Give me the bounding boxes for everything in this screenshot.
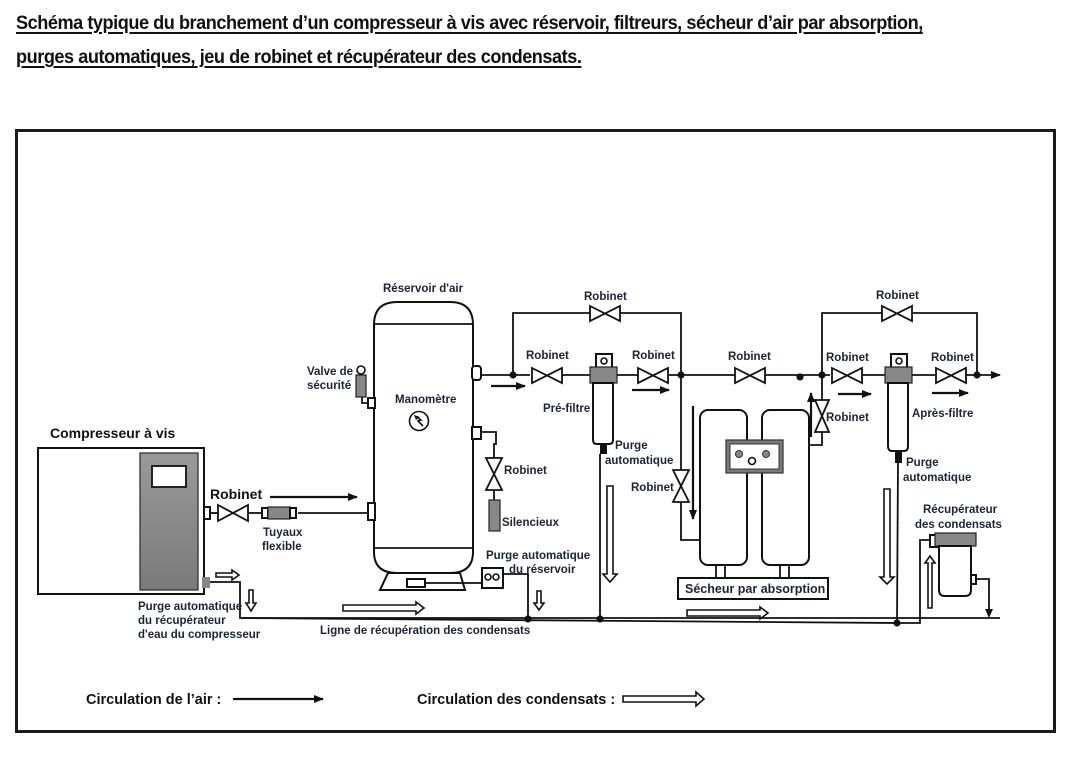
condensate-flow-arrow <box>923 554 937 609</box>
condensate-collector-line <box>239 539 930 624</box>
dryer-inlet-valve-label: Robinet <box>631 482 674 494</box>
condensate-flow-arrow <box>244 589 258 613</box>
page-title: Schéma typique du branchement d’un compr… <box>16 6 1002 74</box>
junction <box>973 371 981 379</box>
compressor-label: Compresseur à vis <box>50 425 175 441</box>
tank-purge-icon <box>481 567 529 618</box>
condensate-recovery-label-1: Récupérateur <box>923 504 998 516</box>
prefilter-purge-label-2: automatique <box>605 455 673 467</box>
afterfilter-inlet-valve-label: Robinet <box>826 352 869 364</box>
compressor-valve-icon[interactable] <box>217 503 249 523</box>
tank-drain-valve-icon[interactable] <box>484 457 504 491</box>
junction <box>509 371 517 379</box>
prefilter-purge-label-1: Purge <box>615 440 648 452</box>
flexible-hose-icon <box>261 506 297 520</box>
tank-outlet-port <box>471 365 482 381</box>
compressor-display <box>151 465 187 488</box>
compressor-purge-port <box>202 577 210 588</box>
tank-label: Réservoir d'air <box>383 283 464 295</box>
afterfilter-outlet-valve-label: Robinet <box>931 352 974 364</box>
safety-valve-label-1: Valve de <box>307 366 353 378</box>
safety-valve-icon[interactable] <box>355 365 376 409</box>
hose-label-1: Tuyaux <box>263 527 303 539</box>
legend: Circulation de l’air : Circulation des c… <box>86 690 706 708</box>
prefilter-bypass-valve-label: Robinet <box>584 291 627 303</box>
dryer-inlet-line <box>680 375 700 541</box>
tank-purge-label-2: du réservoir <box>509 564 576 576</box>
compressor-purge-line <box>210 581 1000 619</box>
tank-inlet-port <box>367 502 376 521</box>
condensate-flow-arrow <box>342 600 426 616</box>
prefilter-icon <box>589 353 618 619</box>
dryer-label: Sécheur par absorption <box>685 582 825 596</box>
dryer-outlet-line <box>807 375 823 446</box>
condensate-recovery-icon <box>929 532 993 618</box>
dryer-icon <box>677 409 829 600</box>
silencer-icon <box>488 499 501 532</box>
afterfilter-bypass-valve-icon[interactable] <box>881 304 913 323</box>
tank-purge-label-1: Purge automatique <box>486 550 590 562</box>
prefilter-label: Pré-filtre <box>543 403 590 415</box>
junction <box>796 373 804 381</box>
prefilter-inlet-valve-icon[interactable] <box>531 366 563 385</box>
dryer-outlet-valve-label: Robinet <box>826 412 869 424</box>
condensate-recovery-label-2: des condensats <box>915 519 1002 531</box>
dryer-inlet-valve-icon[interactable] <box>671 469 691 503</box>
dryer-bypass-valve-icon[interactable] <box>734 366 766 385</box>
dryer-outlet-valve-icon[interactable] <box>813 399 831 433</box>
afterfilter-icon <box>884 353 913 624</box>
manometer-label: Manomètre <box>395 394 456 406</box>
compressor-outlet-line <box>203 506 367 520</box>
compressor-valve-label: Robinet <box>210 486 262 502</box>
afterfilter-purge-label-1: Purge <box>906 457 939 469</box>
afterfilter-outlet-valve-icon[interactable] <box>935 366 967 385</box>
title-line-1: Schéma typique du branchement d’un compr… <box>16 12 923 34</box>
afterfilter-label: Après-filtre <box>912 408 973 420</box>
compressor-purge-label-3: d'eau du compresseur <box>138 629 261 641</box>
prefilter-inlet-valve-label: Robinet <box>526 350 569 362</box>
condensate-flow-arrow <box>686 605 770 621</box>
legend-condensate-flow-arrow <box>622 690 706 708</box>
prefilter-outlet-valve-label: Robinet <box>632 350 675 362</box>
tank-drain-valve-label: Robinet <box>504 465 547 477</box>
afterfilter-inlet-valve-icon[interactable] <box>831 366 863 385</box>
compressor-purge-label-1: Purge automatique <box>138 601 242 613</box>
condensate-flow-arrow <box>532 590 546 612</box>
condensate-flow-arrow <box>601 485 619 584</box>
compressor-purge-label-2: du récupérateur <box>138 615 226 627</box>
dryer-bypass-valve-label: Robinet <box>728 351 771 363</box>
afterfilter-purge-label-2: automatique <box>903 472 971 484</box>
main-air-line <box>481 312 1001 379</box>
prefilter-bypass-valve-icon[interactable] <box>589 304 621 323</box>
safety-valve-label-2: sécurité <box>307 380 351 392</box>
title-line-2: purges automatiques, jeu de robinet et r… <box>16 46 582 68</box>
legend-air-flow-label: Circulation de l’air : <box>86 692 221 708</box>
diagram-frame <box>15 129 1056 733</box>
legend-condensate-flow-label: Circulation des condensats : <box>417 692 615 708</box>
prefilter-outlet-valve-icon[interactable] <box>637 366 669 385</box>
condensate-flow-arrow <box>878 488 896 586</box>
condensate-flow-arrow <box>215 568 241 582</box>
compressor: Compresseur à vis <box>37 425 210 595</box>
hose-label-2: flexible <box>262 541 302 553</box>
manometer-gauge-icon <box>408 410 430 432</box>
tank-drain-line <box>471 426 497 458</box>
junction <box>524 615 532 623</box>
afterfilter-bypass-valve-label: Robinet <box>876 290 919 302</box>
silencer-label: Silencieux <box>502 517 559 529</box>
condensate-line-label: Ligne de récupération des condensats <box>320 625 530 637</box>
air-tank <box>373 301 482 591</box>
